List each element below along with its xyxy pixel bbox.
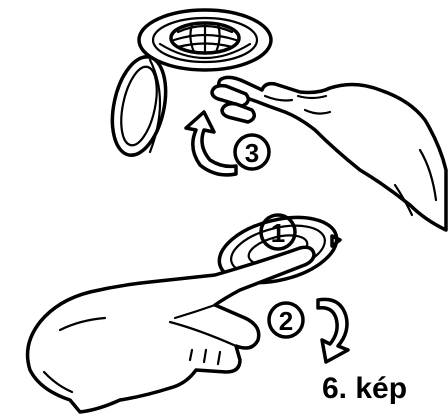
step-2-badge: 2 <box>269 303 303 337</box>
rotate-arrow-2 <box>318 299 348 362</box>
sensor-grille <box>171 23 239 53</box>
step-3-number: 3 <box>245 138 259 168</box>
rotate-arrow-3 <box>186 112 236 175</box>
step-3-badge: 3 <box>235 135 269 169</box>
step-1-number: 1 <box>271 218 285 248</box>
detached-cover-ring <box>104 52 174 160</box>
step-2-number: 2 <box>279 306 293 336</box>
figure-caption: 6. kép <box>322 372 407 406</box>
